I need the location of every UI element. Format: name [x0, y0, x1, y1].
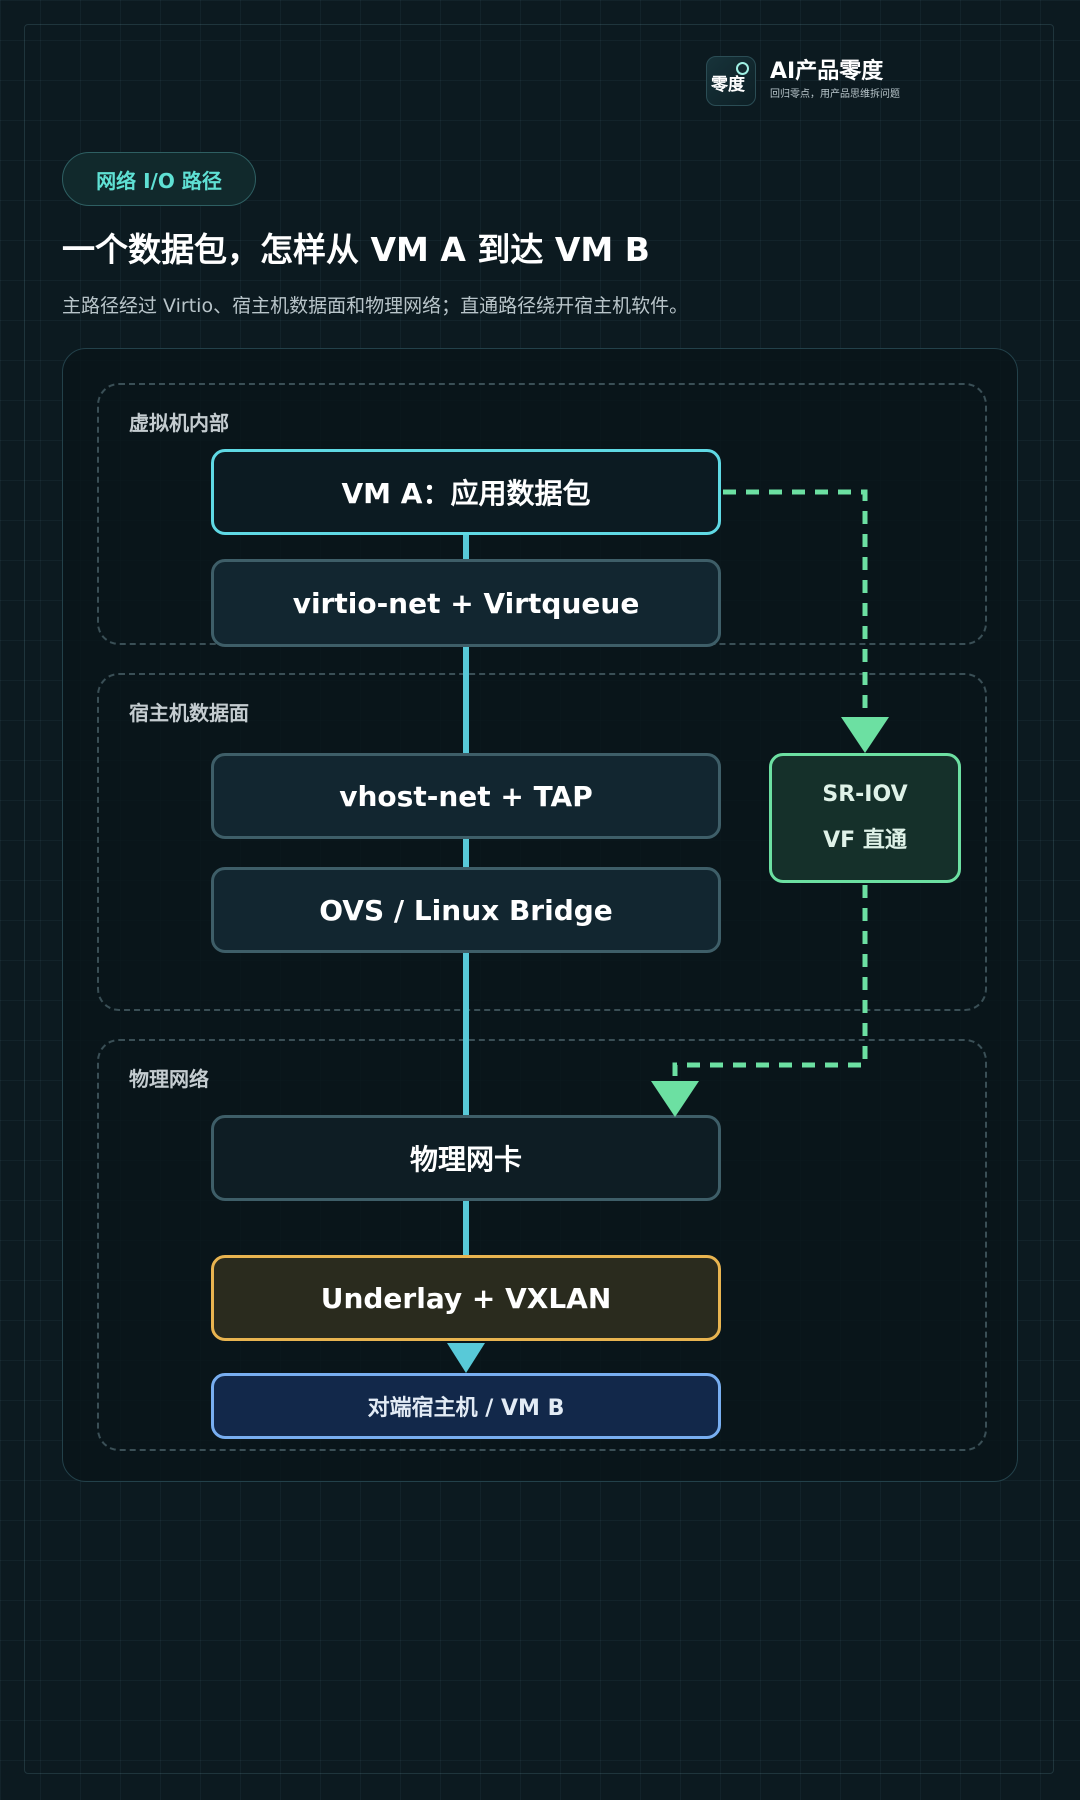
brand-logo: 零度 — [706, 56, 756, 106]
brand-logo-ring-icon — [736, 62, 749, 75]
main-path-line-3 — [463, 837, 469, 867]
brand: 零度 AI产品零度 回归零点，用产品思维拆问题 — [706, 56, 900, 106]
zone-label-host-dataplane: 宿主机数据面 — [129, 701, 249, 725]
main-path-line-5 — [463, 1199, 469, 1255]
zone-host-dataplane — [97, 673, 987, 1011]
brand-text: AI产品零度 回归零点，用产品思维拆问题 — [770, 59, 900, 103]
node-underlay: Underlay + VXLAN — [211, 1255, 721, 1341]
zone-label-physical-network: 物理网络 — [129, 1067, 209, 1091]
brand-name: AI产品零度 — [770, 59, 884, 84]
node-sriov-line2: VF 直通 — [823, 828, 907, 853]
node-virtio: virtio-net + Virtqueue — [211, 559, 721, 647]
main-path-line-2 — [463, 645, 469, 753]
node-sriov-line1: SR-IOV — [822, 782, 908, 807]
zone-label-vm-internal: 虚拟机内部 — [129, 411, 229, 435]
node-physical-nic: 物理网卡 — [211, 1115, 721, 1201]
zone-physical-network — [97, 1039, 987, 1451]
brand-logo-text: 零度 — [711, 75, 745, 95]
diagram-panel: 虚拟机内部 宿主机数据面 物理网络 VM A：应用数据包 virtio-net … — [62, 348, 1018, 1482]
section-tag: 网络 I/O 路径 — [62, 152, 256, 206]
node-vm-a: VM A：应用数据包 — [211, 449, 721, 535]
node-sriov: SR-IOV VF 直通 — [769, 753, 961, 883]
main-path-line-4 — [463, 951, 469, 1115]
brand-slogan: 回归零点，用产品思维拆问题 — [770, 89, 900, 100]
node-vhost: vhost-net + TAP — [211, 753, 721, 839]
node-bridge: OVS / Linux Bridge — [211, 867, 721, 953]
node-peer-host: 对端宿主机 / VM B — [211, 1373, 721, 1439]
page-subtitle: 主路径经过 Virtio、宿主机数据面和物理网络；直通路径绕开宿主机软件。 — [62, 295, 689, 317]
page-title: 一个数据包，怎样从 VM A 到达 VM B — [62, 230, 650, 269]
main-path-line-1 — [463, 533, 469, 561]
